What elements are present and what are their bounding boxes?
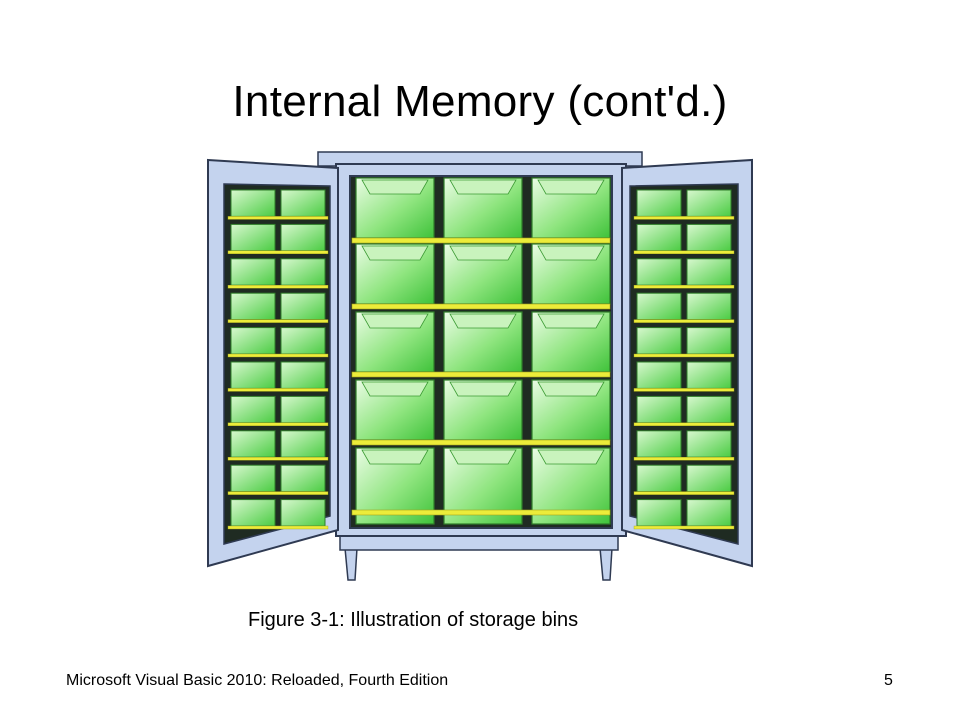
door-storage-bin xyxy=(686,430,732,458)
shelf xyxy=(351,237,611,244)
bin-lip xyxy=(361,179,429,195)
cabinet-leg xyxy=(344,547,358,581)
bin-lip xyxy=(537,245,605,261)
door-storage-bin xyxy=(686,223,732,252)
bin-lip xyxy=(537,179,605,195)
bin-lip xyxy=(449,381,517,397)
bin-lip xyxy=(361,245,429,261)
door-storage-bin xyxy=(280,327,326,355)
door-storage-bin xyxy=(230,189,276,217)
bin-lip xyxy=(537,313,605,329)
door-storage-bin xyxy=(280,189,326,217)
door-storage-bin xyxy=(280,361,326,389)
bin-lip xyxy=(537,381,605,397)
door-shelf xyxy=(227,285,329,289)
door-storage-bin xyxy=(686,258,732,286)
bin-lip xyxy=(449,449,517,465)
bin-lip xyxy=(361,449,429,465)
door-storage-bin xyxy=(230,327,276,355)
page-number: 5 xyxy=(884,672,893,689)
bin-lip xyxy=(449,179,517,195)
door-shelf xyxy=(227,216,329,220)
door-storage-bin xyxy=(230,292,276,321)
cabinet-leg xyxy=(599,547,613,581)
bin-lip xyxy=(537,449,605,465)
door-shelf xyxy=(227,353,329,358)
shelf xyxy=(351,371,611,378)
shelf xyxy=(351,303,611,310)
door-storage-bin xyxy=(686,327,732,355)
door-storage-bin xyxy=(230,223,276,252)
shelf xyxy=(351,509,611,516)
door-shelf xyxy=(633,388,735,392)
door-shelf xyxy=(633,285,735,289)
door-shelf xyxy=(227,250,329,255)
door-storage-bin xyxy=(636,189,682,217)
door-storage-bin xyxy=(636,327,682,355)
door-shelf xyxy=(633,353,735,358)
door-storage-bin xyxy=(636,464,682,493)
door-shelf xyxy=(633,216,735,220)
door-storage-bin xyxy=(280,292,326,321)
door-storage-bin xyxy=(686,189,732,217)
door-storage-bin xyxy=(280,430,326,458)
door-shelf xyxy=(633,319,735,323)
door-storage-bin xyxy=(636,430,682,458)
door-storage-bin xyxy=(636,395,682,424)
door-storage-bin xyxy=(280,499,326,527)
door-shelf xyxy=(227,525,329,530)
bin-lip xyxy=(361,381,429,397)
door-storage-bin xyxy=(686,464,732,493)
door-storage-bin xyxy=(280,395,326,424)
door-storage-bin xyxy=(686,361,732,389)
door-storage-bin xyxy=(686,499,732,527)
door-storage-bin xyxy=(230,499,276,527)
door-storage-bin xyxy=(636,258,682,286)
shelf xyxy=(351,439,611,446)
door-storage-bin xyxy=(230,258,276,286)
door-storage-bin xyxy=(636,223,682,252)
door-storage-bin xyxy=(280,223,326,252)
door-storage-bin xyxy=(686,292,732,321)
door-storage-bin xyxy=(230,430,276,458)
door-storage-bin xyxy=(686,395,732,424)
bin-lip xyxy=(449,313,517,329)
door-shelf xyxy=(227,422,329,426)
door-storage-bin xyxy=(280,464,326,493)
door-storage-bin xyxy=(230,464,276,493)
door-shelf xyxy=(633,525,735,530)
door-storage-bin xyxy=(230,361,276,389)
slide-title: Internal Memory (cont'd.) xyxy=(232,77,728,126)
door-shelf xyxy=(633,491,735,495)
door-shelf xyxy=(633,250,735,255)
door-storage-bin xyxy=(636,292,682,321)
door-storage-bin xyxy=(636,499,682,527)
door-shelf xyxy=(227,388,329,392)
door-storage-bin xyxy=(636,361,682,389)
door-shelf xyxy=(633,422,735,426)
door-shelf xyxy=(227,319,329,323)
door-shelf xyxy=(633,457,735,461)
door-shelf xyxy=(227,457,329,461)
door-storage-bin xyxy=(280,258,326,286)
door-storage-bin xyxy=(230,395,276,424)
door-shelf xyxy=(227,491,329,495)
figure-caption: Figure 3-1: Illustration of storage bins xyxy=(248,609,579,631)
footer-text: Microsoft Visual Basic 2010: Reloaded, F… xyxy=(66,672,449,689)
bin-lip xyxy=(361,313,429,329)
bin-lip xyxy=(449,245,517,261)
